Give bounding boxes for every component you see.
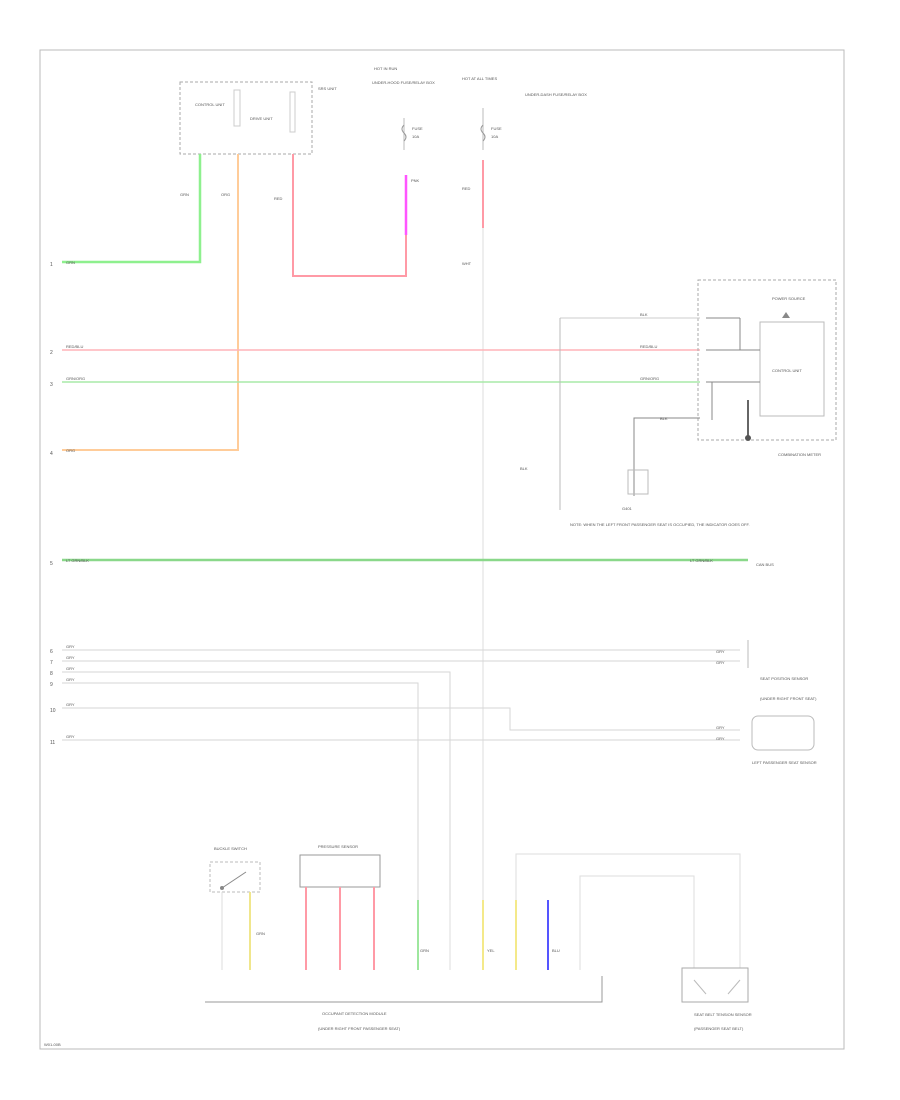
wire-label-org-left: ORG — [66, 448, 75, 453]
fuse-b-label: FUSE — [491, 126, 502, 131]
occupant-detection-sub-label: (UNDER RIGHT FRONT PASSENGER SEAT) — [318, 1026, 401, 1031]
left-passenger-seat-sensor-box — [751, 715, 815, 751]
wire-label-gray-6-right: GRY — [716, 649, 725, 654]
hot-at-all-times-label: HOT AT ALL TIMES — [462, 76, 497, 81]
row-label-2: 2 — [50, 350, 53, 356]
fuse-a-label: FUSE — [412, 126, 423, 131]
srs-unit-pin-text: CONTROL UNIT — [195, 102, 225, 107]
srs-unit-box: CONTROL UNIT DRIVE UNIT SRS UNIT — [179, 81, 337, 155]
wire-to-tension-2 — [579, 875, 695, 968]
wire-label-grn-org-right: GRN/ORG — [640, 376, 659, 381]
diagram-frame — [39, 49, 845, 1050]
seat-belt-tension-label: SEAT BELT TENSION SENSOR — [694, 1012, 752, 1017]
seat-belt-tension-sub-label: (PASSENGER SEAT BELT) — [694, 1026, 744, 1031]
combination-meter: POWER SOURCE CONTROL UNIT COMBINATION ME… — [697, 279, 837, 457]
wire-label-grn-org-left: GRN/ORG — [66, 376, 85, 381]
wire-label-pnk: PNK — [411, 178, 420, 183]
wire-gray-9 — [62, 682, 419, 900]
footer-code: W01-00B — [44, 1042, 61, 1047]
meter-ground-icon — [782, 312, 790, 318]
wire-label-blk-vertical: BLK — [520, 466, 528, 471]
wire-gray-10 — [62, 707, 740, 731]
wire-label-org: ORG — [221, 192, 230, 197]
wire-label-blk-ground: BLK — [660, 416, 668, 421]
meter-power-source-label: POWER SOURCE — [772, 296, 806, 301]
wire-label-odm-yel: YEL — [487, 948, 495, 953]
buckle-switch-label: BUCKLE SWITCH — [214, 846, 247, 851]
pressure-sensor-label: PRESSURE SENSOR — [318, 844, 358, 849]
wire-label-red-blu-left: RED/BLU — [66, 344, 83, 349]
row-label-7: 7 — [50, 660, 53, 666]
note-text: NOTE: WHEN THE LEFT FRONT PASSENGER SEAT… — [570, 522, 750, 527]
row-label-8: 8 — [50, 671, 53, 677]
gray-wire-group — [62, 649, 740, 900]
wire-label-red: RED — [274, 196, 283, 201]
wire-label-red-2: RED — [462, 186, 471, 191]
meter-control-unit-label: CONTROL UNIT — [772, 368, 802, 373]
srs-unit-label: SRS UNIT — [318, 86, 337, 91]
wire-label-ltgrn-right: LT GRN/BLK — [690, 558, 713, 563]
can-bus-label: CAN BUS — [756, 562, 774, 567]
wire-label-grn: GRN — [180, 192, 189, 197]
row-label-9: 9 — [50, 682, 53, 688]
seat-position-sub-label: (UNDER RIGHT FRONT SEAT) — [760, 696, 817, 701]
pressure-sensor: PRESSURE SENSOR — [299, 844, 381, 888]
wire-label-gray-8: GRY — [66, 666, 75, 671]
hot-in-run-label: HOT IN RUN — [374, 66, 397, 71]
meter-ground-dot — [745, 435, 751, 441]
wire-label-red-blu-right: RED/BLU — [640, 344, 657, 349]
left-row-labels: 1 2 3 4 5 6 7 8 9 10 11 — [50, 262, 56, 746]
combination-meter-label: COMBINATION METER — [778, 452, 821, 457]
row-label-4: 4 — [50, 451, 53, 457]
wire-label-wht-top: WHT — [462, 261, 472, 266]
wire-label-gray-6: GRY — [66, 644, 75, 649]
row-label-5: 5 — [50, 561, 53, 567]
row-label-1: 1 — [50, 262, 53, 268]
ground-connector — [627, 469, 649, 495]
under-dash-fuse-label: UNDER-DASH FUSE/RELAY BOX — [525, 92, 587, 97]
wire-label-gray-10-right: GRY — [716, 725, 725, 730]
wire-label-odm-blu: BLU — [552, 948, 560, 953]
wire-label-odm-grn: GRN — [420, 948, 429, 953]
wire-label-gray-11: GRY — [66, 734, 75, 739]
left-passenger-seat-sensor-label: LEFT PASSENGER SEAT SENSOR — [752, 760, 817, 765]
occupant-detection-module-outline — [205, 976, 603, 1003]
wire-label-gray-11-right: GRY — [716, 736, 725, 741]
row-label-11: 11 — [50, 740, 55, 746]
wire-label-gray-7-right: GRY — [716, 660, 725, 665]
wire-red-box — [292, 154, 407, 277]
wire-grn — [62, 154, 202, 264]
srs-unit-pin-text-2: DRIVE UNIT — [250, 116, 273, 121]
wire-label-buckle-grn: GRN — [256, 931, 265, 936]
fuse-b: FUSE 10A — [480, 108, 502, 150]
fuse-b-value: 10A — [491, 134, 498, 139]
wire-to-ground — [633, 417, 700, 496]
wire-label-gray-10: GRY — [66, 702, 75, 707]
seat-belt-tension-sensor: SEAT BELT TENSION SENSOR (PASSENGER SEAT… — [681, 967, 752, 1031]
wire-label-blk-meter: BLK — [640, 312, 648, 317]
row-label-3: 3 — [50, 382, 53, 388]
wire-label-ltgrn-left: LT GRN/BLK — [66, 558, 89, 563]
row-label-6: 6 — [50, 649, 53, 655]
wire-label-gray-7: GRY — [66, 655, 75, 660]
occupant-detection-module-label: OCCUPANT DETECTION MODULE — [322, 1011, 387, 1016]
buckle-switch: BUCKLE SWITCH — [209, 846, 261, 893]
wire-label-grn-left: GRN — [66, 260, 75, 265]
ground-g401-label: G401 — [622, 506, 633, 511]
under-hood-fuse-label: UNDER-HOOD FUSE/RELAY BOX — [372, 80, 435, 85]
row-label-10: 10 — [50, 708, 56, 714]
fuse-a: FUSE 10A — [401, 118, 423, 150]
wire-to-tension-1 — [515, 853, 741, 968]
wire-gray-8 — [62, 671, 451, 900]
wire-org — [62, 154, 239, 451]
wire-label-gray-9: GRY — [66, 677, 75, 682]
fuse-a-value: 10A — [412, 134, 419, 139]
seat-position-sensor-label: SEAT POSITION SENSOR — [760, 676, 808, 681]
